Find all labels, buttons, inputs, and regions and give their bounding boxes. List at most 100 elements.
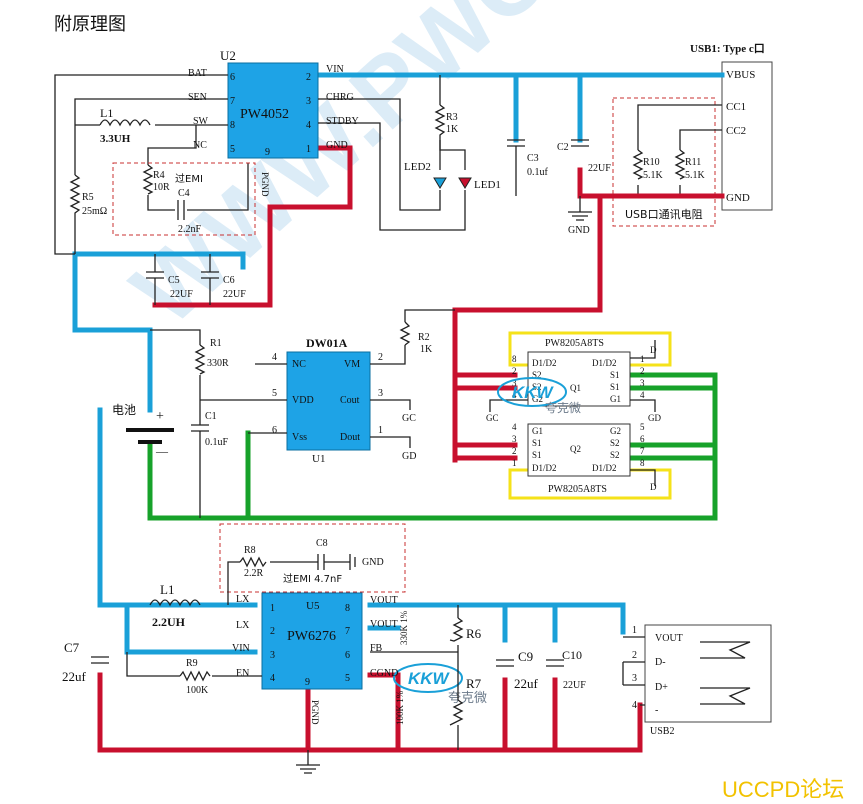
q2-rn0: 5 (640, 422, 645, 432)
r7-ref: R7 (466, 676, 482, 691)
c9-value: 22uf (514, 676, 539, 691)
u1-pin4: 4 (272, 352, 277, 363)
c5-value: 22UF (170, 289, 193, 300)
u5-pin-vin: VIN (232, 643, 250, 654)
c1-value: 0.1uF (205, 437, 229, 448)
q2-r2: S2 (610, 450, 620, 460)
q2-r1: S2 (610, 438, 620, 448)
u5-pin8: 8 (345, 603, 350, 614)
u5-pin5: 5 (345, 673, 350, 684)
u5-pin-en: EN (236, 668, 249, 679)
battery-plus: + (156, 409, 164, 424)
l1-bot-ref: L1 (160, 582, 174, 597)
u1-pin-vss: Vss (292, 432, 307, 443)
page-title: 附原理图 (54, 14, 126, 35)
u5-pin7: 7 (345, 626, 350, 637)
u2-pin-sw: SW (193, 116, 209, 127)
u5-ref: U5 (306, 600, 320, 612)
q1-rn3: 4 (640, 390, 645, 400)
u1-name: DW01A (306, 336, 348, 350)
usb1-connector (721, 61, 773, 211)
usb1-pin-cc2: CC2 (726, 125, 746, 137)
q1-gd: GD (648, 413, 661, 423)
q1-part: PW8205A8TS (545, 338, 604, 349)
q2-rn3: 8 (640, 458, 645, 468)
u2-pin-chrg: CHRG (326, 92, 354, 103)
u2-pin3: 3 (306, 96, 311, 107)
svg-text:夸克微: 夸克微 (545, 401, 581, 415)
q1-r2: S1 (610, 382, 620, 392)
c6-ref: C6 (223, 275, 235, 286)
r9-value: 100K (186, 685, 209, 696)
kkw-logo-bottom: KKW 夸克微 (393, 663, 487, 706)
u2-pin8: 8 (230, 120, 235, 131)
r11-ref: R11 (685, 157, 701, 168)
u1-pin3: 3 (378, 388, 383, 399)
u5-pin1: 1 (270, 603, 275, 614)
u2-pgnd: PGND (260, 172, 270, 197)
r10-ref: R10 (643, 157, 660, 168)
emi-box-top (112, 162, 256, 236)
q2-rn2: 7 (640, 446, 645, 456)
c4-value: 2.2nF (178, 224, 202, 235)
usb2-pin2-num: 2 (632, 650, 637, 661)
u2-ref: U2 (220, 48, 236, 63)
u1-pin-vm: VM (344, 359, 360, 370)
u1-pin-dout: Dout (340, 432, 360, 443)
c9-ref: C9 (518, 649, 533, 664)
cc-resistor-box (612, 97, 716, 227)
q1-ln1: 2 (512, 366, 517, 376)
usb1-pin-vbus: VBUS (726, 69, 755, 81)
r4-ref: R4 (153, 170, 165, 181)
q1-r0: D1/D2 (592, 358, 617, 368)
q2-r0: G2 (610, 426, 621, 436)
svg-text:KKW: KKW (512, 383, 555, 402)
u5-pin-vout1: VOUT (370, 595, 398, 606)
q1-rn0: 1 (640, 354, 645, 364)
led1-symbol (458, 177, 472, 189)
q1-ln2: 3 (512, 378, 517, 388)
u2-pin9: 9 (265, 147, 270, 158)
u1-pin6: 6 (272, 425, 277, 436)
u5-pin-cgnd: CGND (370, 668, 398, 679)
u2-chip (227, 62, 319, 159)
battery-symbol (126, 428, 174, 444)
u5-chip (261, 592, 363, 690)
usb2-pin-dp: D+ (655, 682, 668, 693)
u2-pin-nc: NC (193, 140, 207, 151)
led2-label: LED2 (404, 161, 431, 173)
forum-watermark: UCCPD论坛 (722, 777, 845, 802)
usb2-connector (644, 624, 772, 723)
u1-pin-cout: Cout (340, 395, 360, 406)
q2-l0: G1 (532, 426, 543, 436)
u1-ref: U1 (312, 453, 325, 465)
battery-label: 电池 (112, 403, 136, 417)
usb1-pin-gnd: GND (726, 192, 750, 204)
q1-l0: D1/D2 (532, 358, 557, 368)
u5-pgnd: PGND (310, 700, 320, 725)
c4-ref: C4 (178, 188, 190, 199)
q2-d: D (650, 482, 657, 492)
u5-pin-lx1: LX (236, 594, 250, 605)
u2-pin-stdby: STDBY (326, 116, 359, 127)
usb2-pin-gnd: - (655, 705, 658, 716)
u2-pin5: 5 (230, 144, 235, 155)
usb2-pin4-num: 4 (632, 700, 637, 711)
u1-pin2: 2 (378, 352, 383, 363)
led2-symbol (433, 177, 447, 189)
q1-r3: G1 (610, 394, 621, 404)
r8-value: 2.2R (244, 568, 264, 579)
u2-pin6: 6 (230, 72, 235, 83)
u2-name: PW4052 (240, 107, 289, 122)
r8-ref: R8 (244, 545, 256, 556)
q2-l2: S1 (532, 450, 542, 460)
u1-pin1: 1 (378, 425, 383, 436)
r1-ref: R1 (210, 338, 222, 349)
u1-pin-vdd: VDD (292, 395, 314, 406)
u2-pin-gnd: GND (326, 140, 348, 151)
u5-pin2: 2 (270, 626, 275, 637)
r4-value: 10R (153, 182, 170, 193)
q1-ln0: 8 (512, 354, 517, 364)
c7-ref: C7 (64, 640, 80, 655)
r11-value: 5.1K (685, 170, 706, 181)
